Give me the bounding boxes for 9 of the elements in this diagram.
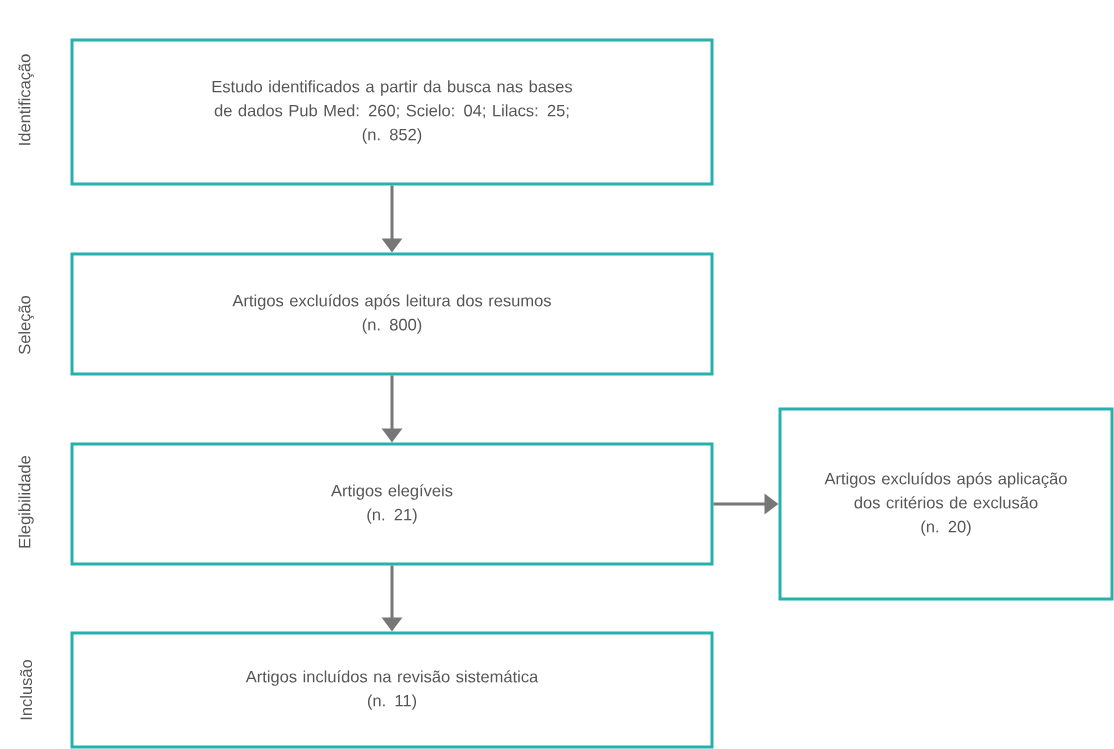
stage-label: Inclusão [19, 659, 33, 720]
process-box: Artigos incluídos na revisão sistemática (n. 11) [70, 631, 714, 749]
process-box: Estudo identificados a partir da busca nas bases de dados Pub Med: 260; Scielo: 04; Lilacs: 25; (n. 852) [70, 38, 714, 186]
stage-label: Identificação [18, 54, 34, 145]
process-box: Artigos excluídos após leitura dos resumos (n. 800) [70, 252, 714, 376]
stage-label: Elegibilidade [18, 455, 34, 548]
stage-label: Seleção [18, 295, 34, 355]
process-box: Artigos elegíveis (n. 21) [70, 442, 714, 566]
process-box: Artigos excluídos após aplicação dos critérios de exclusão (n. 20) [778, 407, 1114, 601]
